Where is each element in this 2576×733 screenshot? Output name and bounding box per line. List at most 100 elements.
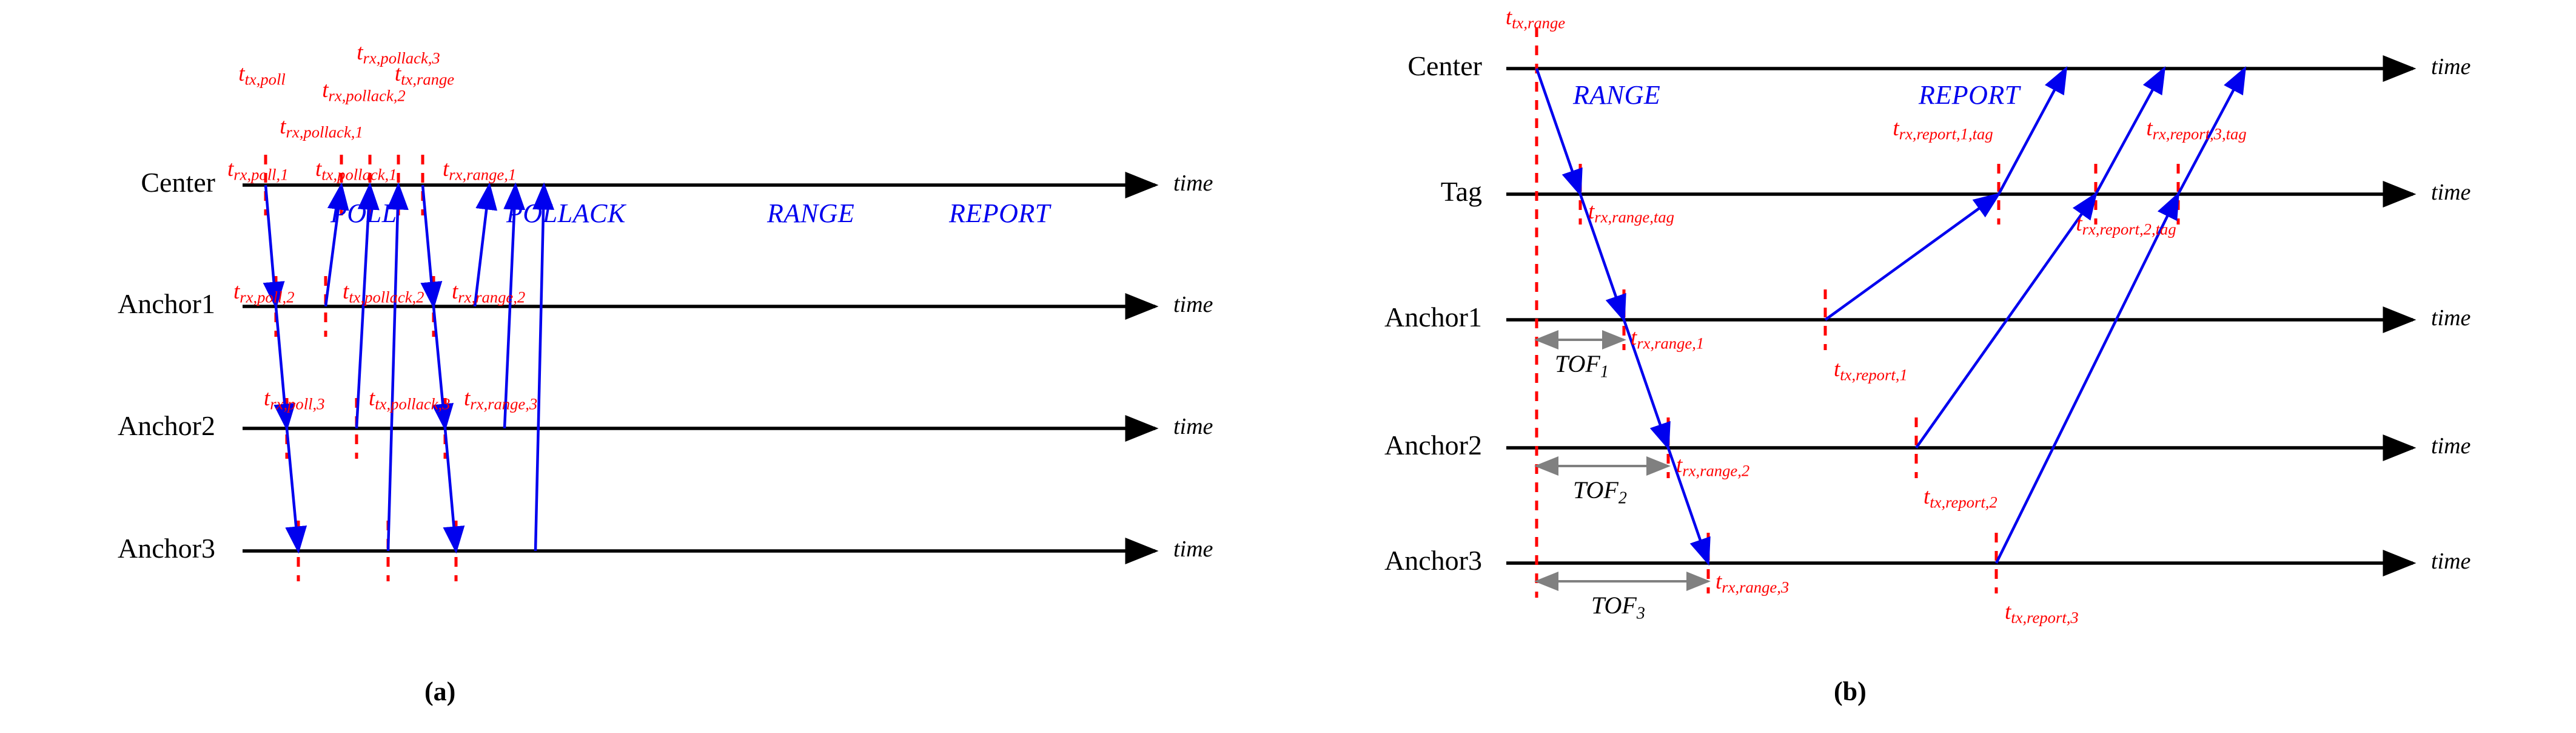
message-arrow-report2-anchor2-to-tag bbox=[1915, 192, 2098, 449]
message-type-label: REPORT bbox=[949, 198, 1050, 228]
timestamp-subscript: rx,pollack,2 bbox=[328, 86, 406, 105]
tof-name: TOF bbox=[1555, 350, 1600, 377]
node-label-tag: Tag bbox=[1440, 176, 1482, 207]
timestamp-base: t bbox=[322, 78, 329, 103]
timestamp-label: trx,poll,2 bbox=[233, 280, 295, 305]
tof-index: 1 bbox=[1600, 362, 1609, 382]
timestamp-label: trx,poll,1 bbox=[227, 158, 289, 183]
timestamp-base: t bbox=[1631, 325, 1637, 350]
timestamp-label: trx,range,tag bbox=[1588, 200, 1674, 225]
message-type-label: RANGE bbox=[767, 198, 855, 228]
timestamp-subscript: tx,range bbox=[401, 70, 455, 89]
time-axis-label: time bbox=[2431, 433, 2471, 459]
timestamp-label: trx,pollack,3 bbox=[357, 41, 440, 66]
timestamp-subscript: tx,report,2 bbox=[1930, 493, 1997, 512]
timestamp-subscript: rx,range,1 bbox=[449, 165, 517, 184]
timestamp-subscript: tx,poll bbox=[244, 70, 286, 89]
timestamp-subscript: rx,report,1,tag bbox=[1899, 124, 1993, 143]
timestamp-base: t bbox=[1716, 569, 1722, 594]
timestamp-base: t bbox=[264, 386, 270, 411]
node-label-anchor2: Anchor2 bbox=[118, 410, 215, 441]
message-type-label: POLLACK bbox=[506, 198, 626, 228]
timestamp-label: trx,pollack,2 bbox=[322, 79, 405, 104]
message-arrow-range-anchor1-to-anchor2 bbox=[432, 306, 454, 431]
timestamp-base: t bbox=[443, 157, 449, 181]
message-arrow-poll-anchor2-to-anchor3 bbox=[285, 428, 307, 554]
tof-label: TOF1 bbox=[1555, 352, 1609, 380]
time-axis-label: time bbox=[2431, 180, 2471, 205]
message-arrow-poll-anchor1-to-anchor2 bbox=[273, 306, 296, 431]
timestamp-base: t bbox=[369, 386, 375, 411]
timestamp-subscript: rx,pollack,1 bbox=[286, 123, 363, 141]
timestamp-label: ttx,range bbox=[395, 62, 454, 87]
timestamp-label: trx,poll,3 bbox=[264, 387, 325, 412]
time-axis-label: time bbox=[2431, 549, 2471, 574]
timestamp-label: trx,pollack,1 bbox=[280, 115, 363, 140]
message-arrow-range-anchor2-to-anchor3 bbox=[1666, 447, 1711, 566]
timestamp-label: ttx,range bbox=[1506, 6, 1565, 31]
time-axis-label: time bbox=[2431, 54, 2471, 79]
time-axis-label: time bbox=[1173, 414, 1213, 439]
message-arrow-report3-anchor3-to-center bbox=[532, 182, 555, 552]
timestamp-base: t bbox=[1505, 5, 1512, 30]
message-arrow-report2-tag-to-center bbox=[2095, 66, 2166, 195]
subfigure-caption-a: (a) bbox=[424, 677, 456, 706]
timestamp-label: ttx,pollack,2 bbox=[343, 280, 424, 305]
timestamp-base: t bbox=[452, 279, 458, 304]
timestamp-label: ttx,report,3 bbox=[2005, 601, 2079, 626]
message-type-label: RANGE bbox=[1573, 80, 1661, 110]
timestamp-base: t bbox=[233, 279, 240, 304]
timestamp-base: t bbox=[1924, 484, 1930, 509]
timestamp-base: t bbox=[2005, 600, 2011, 624]
timestamp-subscript: rx,range,tag bbox=[1594, 208, 1674, 226]
timestamp-label: trx,range,3 bbox=[464, 387, 537, 412]
timestamp-label: trx,range,1 bbox=[443, 158, 516, 183]
timestamp-subscript: rx,range,3 bbox=[1722, 578, 1789, 596]
time-axis-label: time bbox=[1173, 292, 1213, 317]
message-arrow-report1-tag-to-center bbox=[1997, 66, 2068, 195]
timestamp-subscript: tx,report,3 bbox=[2011, 608, 2079, 627]
timestamp-base: t bbox=[464, 386, 471, 411]
message-arrow-poll-center-to-anchor1 bbox=[263, 184, 285, 309]
message-arrow-pollack1-anchor1-to-center bbox=[324, 182, 349, 307]
time-axis-label: time bbox=[1173, 536, 1213, 562]
timestamp-subscript: rx,poll,1 bbox=[233, 165, 289, 184]
timestamp-subscript: tx,pollack,3 bbox=[375, 394, 451, 413]
timestamp-base: t bbox=[394, 61, 401, 86]
message-arrow-range-tag-to-anchor1 bbox=[1578, 194, 1626, 323]
timestamp-subscript: rx,range,2 bbox=[458, 288, 526, 306]
message-arrow-report2-anchor2-to-center bbox=[503, 182, 526, 429]
tof-name: TOF bbox=[1573, 476, 1618, 504]
timeline-canvas-a bbox=[243, 155, 1159, 581]
timestamp-label: trx,range,2 bbox=[452, 280, 525, 305]
timestamp-subscript: tx,pollack,2 bbox=[349, 288, 424, 306]
node-label-anchor3: Anchor3 bbox=[1384, 545, 1482, 576]
message-arrow-range-center-to-tag bbox=[1535, 68, 1583, 197]
timestamp-subscript: rx,range,1 bbox=[1637, 334, 1705, 353]
timestamp-base: t bbox=[343, 279, 349, 304]
timestamp-base: t bbox=[315, 157, 322, 181]
timestamp-base: t bbox=[1893, 116, 1899, 141]
timestamp-subscript: rx,poll,2 bbox=[240, 288, 295, 306]
message-arrow-pollack3-anchor3-to-center bbox=[386, 182, 409, 552]
message-arrow-pollack2-anchor2-to-center bbox=[355, 182, 380, 429]
message-arrow-range-anchor2-to-anchor3 bbox=[443, 428, 465, 554]
timestamp-base: t bbox=[280, 114, 286, 139]
timestamp-subscript: rx,poll,3 bbox=[270, 394, 325, 413]
timestamp-label: trx,range,3 bbox=[1716, 570, 1789, 595]
timestamp-subscript: rx,report,2,tag bbox=[2082, 220, 2176, 238]
timestamp-label: ttx,poll bbox=[238, 62, 286, 87]
timestamp-base: t bbox=[1834, 357, 1840, 382]
timestamp-subscript: rx,range,2 bbox=[1682, 461, 1750, 480]
timestamp-label: trx,range,2 bbox=[1676, 454, 1749, 479]
node-label-center: Center bbox=[141, 167, 215, 198]
timestamp-label: ttx,report,2 bbox=[1924, 485, 1997, 510]
time-axis-label: time bbox=[2431, 305, 2471, 331]
node-label-anchor1: Anchor1 bbox=[118, 288, 215, 319]
timestamp-subscript: tx,range bbox=[1512, 13, 1566, 32]
message-arrow-report3-tag-to-center bbox=[2177, 66, 2247, 195]
message-arrow-report3-anchor3-to-tag bbox=[1994, 191, 2180, 564]
timestamp-base: t bbox=[357, 40, 363, 65]
